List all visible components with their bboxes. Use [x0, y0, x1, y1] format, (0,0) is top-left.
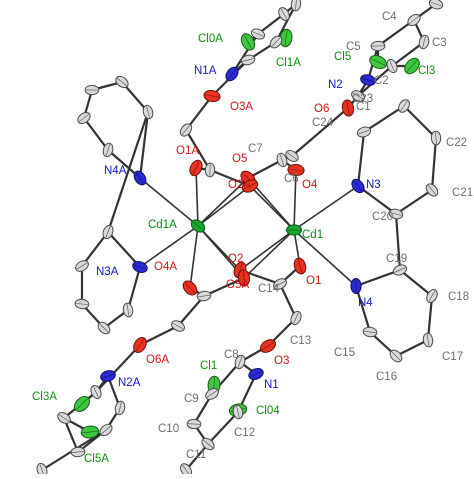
label-o6a: O6A	[146, 354, 169, 366]
label-cd1a: Cd1A	[148, 219, 177, 231]
label-o4a: O4A	[154, 261, 177, 273]
label-c11: C11	[186, 449, 206, 461]
label-n4: N4	[358, 297, 373, 309]
atom-u20	[85, 85, 99, 95]
atom-u24	[74, 258, 91, 273]
atom-u25	[75, 299, 90, 310]
label-o3: O3	[274, 355, 289, 367]
label-c18: C18	[448, 291, 469, 303]
label-o2a: O2A	[228, 179, 251, 191]
bond-Cd1-O5A	[244, 230, 294, 278]
label-o6: O6	[314, 103, 329, 115]
atom-n2a	[99, 369, 116, 383]
bond-Cd1-O2A	[250, 186, 294, 230]
bond-C21-C20	[396, 190, 432, 214]
label-c13: C13	[290, 335, 311, 347]
atom-o1	[292, 257, 307, 276]
label-c17: C17	[442, 351, 463, 363]
atom-c17	[422, 333, 433, 348]
label-cl3: Cl3	[418, 65, 435, 77]
label-c6: C6	[284, 173, 299, 185]
atom-c3	[418, 34, 430, 50]
atom-c15	[363, 326, 378, 337]
bond-Cd1-N3	[294, 186, 358, 230]
label-c2: C2	[374, 75, 389, 87]
label-c12: C12	[234, 427, 255, 439]
bond-Cd1-O2	[240, 230, 294, 270]
atom-o4a	[180, 278, 199, 297]
label-n1: N1	[264, 379, 279, 391]
label-o2: O2	[228, 253, 243, 265]
label-cd1: Cd1	[302, 229, 323, 241]
label-c4: C4	[382, 11, 397, 23]
label-o4: O4	[302, 179, 318, 191]
atom-c22	[431, 131, 441, 145]
label-cl0a: Cl0A	[198, 33, 223, 45]
label-c5: C5	[346, 41, 361, 53]
atom-n3	[349, 177, 366, 195]
atom-c5	[371, 41, 385, 51]
label-cl3a: Cl3A	[32, 391, 57, 403]
label-n2a: N2A	[118, 377, 141, 389]
label-o3a: O3A	[230, 101, 253, 113]
label-c21: C21	[452, 187, 473, 199]
label-o5: O5	[232, 153, 247, 165]
atom-c18	[425, 288, 440, 305]
label-c23: C23	[352, 93, 373, 105]
label-c22: C22	[446, 137, 467, 149]
atom-u7	[277, 6, 292, 23]
label-c9: C9	[184, 393, 199, 405]
bond-Cd1A-O2A	[198, 186, 250, 226]
atom-n4	[351, 278, 361, 293]
atom-u17	[35, 462, 48, 474]
atoms-layer	[35, 0, 444, 474]
label-c19: C19	[386, 253, 407, 265]
label-c3: C3	[432, 37, 447, 49]
label-o5a: O5A	[226, 279, 249, 291]
label-o1a: O1A	[176, 145, 199, 157]
label-o1: O1	[306, 275, 321, 287]
bond-C6-O6	[292, 108, 348, 156]
label-c16: C16	[376, 371, 397, 383]
atom-c10	[187, 419, 201, 429]
bond-C22-C21	[432, 138, 436, 190]
label-n2: N2	[328, 79, 343, 91]
label-cl1a: Cl1A	[276, 57, 301, 69]
atom-u27	[122, 302, 134, 317]
bond-Cd1A-O4A	[190, 226, 198, 288]
bond-C17-C16	[396, 340, 428, 356]
bonds-layer	[42, 4, 436, 470]
bond-Cd1A-O1A	[196, 168, 198, 226]
label-c14: C14	[258, 283, 280, 295]
label-c10: C10	[158, 423, 179, 435]
label-cl1: Cl1	[200, 360, 217, 372]
atom-o1a	[187, 158, 204, 177]
bond-N3-C24	[358, 132, 364, 186]
label-c8: C8	[224, 349, 239, 361]
atom-c21	[424, 182, 440, 199]
bond-u18-u19	[84, 118, 108, 150]
label-cl5a: Cl5A	[84, 453, 109, 465]
label-n3a: N3A	[96, 266, 119, 278]
bond-C23-C22	[404, 106, 436, 138]
label-n1a: N1A	[194, 65, 217, 77]
bond-C19-C18	[400, 270, 432, 296]
label-c20: C20	[372, 211, 393, 223]
label-n3: N3	[366, 179, 381, 191]
label-c15: C15	[334, 347, 355, 359]
atom-cd1	[287, 225, 302, 235]
atom-u3	[205, 163, 215, 177]
label-c24: C24	[312, 117, 334, 129]
label-cl04: Cl04	[256, 405, 280, 417]
label-c7: C7	[248, 143, 263, 155]
atom-u19	[76, 110, 93, 126]
label-n4a: N4A	[104, 165, 127, 177]
